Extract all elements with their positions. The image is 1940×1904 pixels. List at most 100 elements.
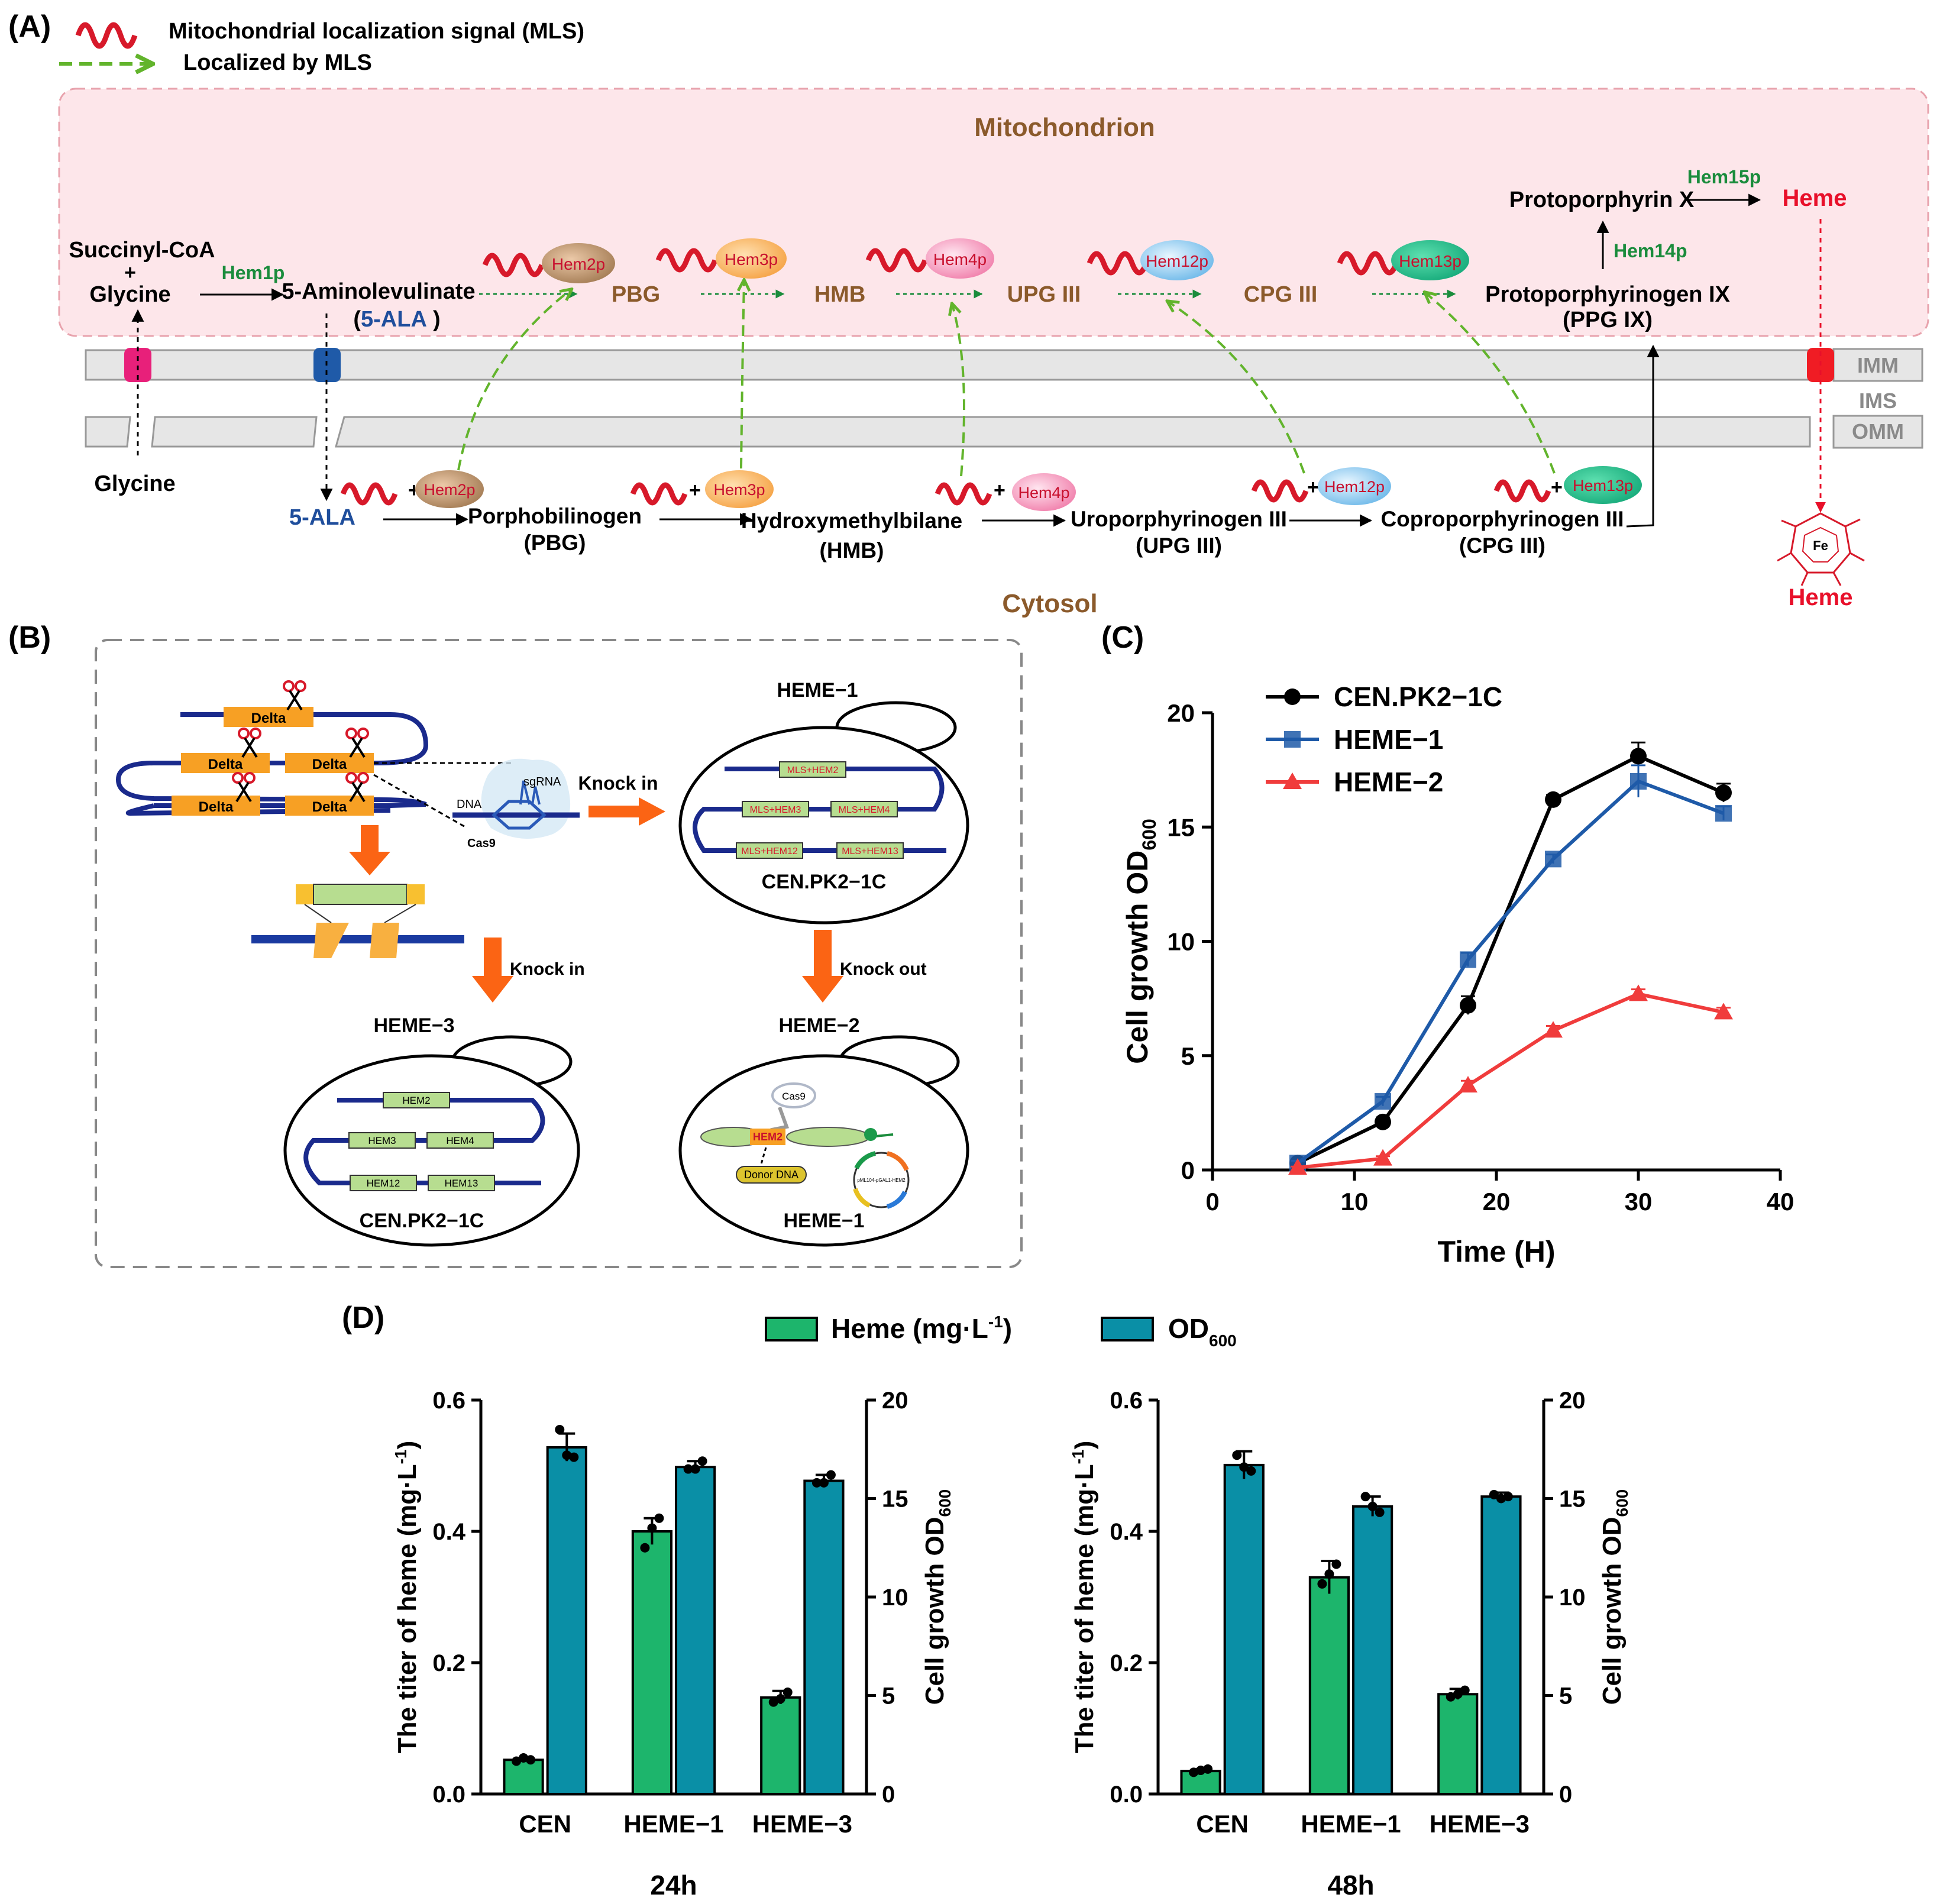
omm-bar-left	[85, 416, 131, 448]
cyto-plus: +	[1551, 476, 1563, 499]
heme3-gene	[348, 1132, 416, 1149]
cyto-heme-label: Heme	[1789, 584, 1853, 610]
mito-mls-wave	[655, 248, 718, 273]
heme1-cassette-label: MLS+HEM12	[741, 846, 798, 856]
down-arrow-heme2	[802, 930, 843, 1003]
od-legend-swatch	[1101, 1317, 1154, 1341]
mito-hem13p-oval	[1391, 240, 1469, 280]
heme-ring	[1790, 512, 1851, 574]
data-point	[1288, 1158, 1307, 1175]
data-point	[1460, 997, 1476, 1014]
ppg-abbr: (PPG IX)	[1563, 308, 1653, 332]
cyto-hem12p-label: Hem12p	[1324, 478, 1385, 496]
right-tick-label: 5	[1559, 1683, 1572, 1709]
cyto-hem2p-label: Hem2p	[423, 481, 475, 499]
imm-label: IMM	[1857, 353, 1899, 377]
bar	[1308, 1576, 1350, 1795]
panel-b-label: (B)	[8, 620, 51, 655]
right-tick-label: 0	[1559, 1782, 1572, 1808]
ala-abbr-open: (	[353, 307, 361, 332]
data-point	[1545, 791, 1561, 808]
down-arrow-left	[349, 825, 390, 875]
plasmid-label: pML104-pGAL1-HEM2	[857, 1178, 906, 1183]
cyto-mls-wave	[1493, 479, 1551, 503]
delta-genome: Delta Delta Delta Delta Delta	[115, 680, 429, 816]
bar	[1352, 1505, 1393, 1796]
mls-legend: Mitochondrial localization signal (MLS) …	[59, 19, 584, 75]
data-point	[1459, 1075, 1477, 1092]
panel-d-legend: Heme (mg·L-1) OD600	[765, 1313, 1237, 1350]
x-tick-label: 40	[1767, 1188, 1794, 1216]
heme1-body	[678, 726, 969, 924]
left-tick-label: 0.0	[1110, 1782, 1143, 1808]
mito-glycine-label: Glycine	[89, 282, 170, 307]
right-tick-label: 20	[882, 1388, 908, 1414]
bar	[1437, 1693, 1479, 1796]
heme3-gene	[350, 1175, 417, 1191]
plus-label: +	[124, 261, 136, 284]
cyto-glycine-label: Glycine	[94, 471, 175, 496]
replicate-point	[1239, 1462, 1249, 1472]
cyto-hem13p-label: Hem13p	[1573, 477, 1633, 494]
replicate-point	[519, 1753, 529, 1763]
cyto-products: Porphobilinogen (PBG) Hydroxymethylbilan…	[383, 344, 1660, 563]
data-point	[1373, 1149, 1392, 1166]
chart-title: 24h	[650, 1870, 697, 1900]
mito-hmb-label: HMB	[814, 282, 866, 307]
left-axis-label: The titer of heme (mg·L-1)	[392, 1441, 422, 1753]
heme1-cassette-label: MLS+HEM3	[750, 805, 801, 815]
heme2-gene-box	[750, 1129, 785, 1145]
bar	[546, 1446, 587, 1795]
data-point	[1715, 784, 1732, 801]
data-point	[1630, 748, 1647, 765]
x-tick-label: 10	[1341, 1188, 1369, 1216]
mito-hem2p-label: Hem2p	[552, 255, 605, 273]
data-point	[1715, 805, 1732, 822]
replicate-point	[555, 1424, 565, 1434]
heme2-title: HEME−2	[779, 1014, 860, 1037]
legend-label: CEN.PK2−1C	[1334, 681, 1502, 712]
cassette-flank	[407, 884, 425, 904]
homology-arm	[370, 923, 399, 958]
heme3-gene-label: HEM3	[368, 1135, 396, 1146]
mito-pbg-label: PBG	[612, 282, 660, 307]
right-tick-label: 5	[882, 1683, 895, 1709]
right-tick-label: 20	[1559, 1388, 1586, 1414]
replicate-point	[647, 1523, 657, 1533]
replicate-point	[819, 1478, 829, 1488]
data-point	[1630, 772, 1647, 790]
bar	[760, 1696, 801, 1796]
heme2-gene-label: HEM2	[753, 1131, 783, 1143]
y-tick-label: 15	[1167, 813, 1195, 841]
x-tick-label: 30	[1625, 1188, 1653, 1216]
scissors-icon	[345, 728, 369, 758]
heme2-cell: HEME−2 Cas9 HEM2 Donor DNA pML104-pGAL1-…	[678, 1014, 969, 1247]
replicate-point	[1331, 1559, 1341, 1569]
delta-label: Delta	[251, 710, 286, 726]
heme-sidechain	[1781, 519, 1796, 528]
delta-label: Delta	[312, 757, 347, 772]
knock-in-arrow-right	[589, 797, 665, 826]
delta-label: Delta	[312, 799, 347, 815]
omm-bar-right	[335, 416, 1811, 448]
hem15p-label: Hem15p	[1687, 166, 1761, 188]
knock-in-label: Knock in	[510, 959, 585, 979]
ims-label: IMS	[1859, 389, 1897, 413]
omm-label-box	[1832, 415, 1923, 449]
replicate-point	[775, 1694, 785, 1704]
heme1-cell: HEME−1 MLS+HEM2 MLS+HEM3 MLS+HEM4 MLS+HE…	[678, 679, 969, 924]
heme3-gene	[426, 1132, 494, 1149]
replicate-point	[826, 1470, 836, 1480]
sgrna-loop	[519, 780, 541, 805]
cas9-label: Cas9	[467, 837, 496, 850]
heme-molecule-icon: Fe	[1777, 512, 1865, 586]
mito-hem4p-label: Hem4p	[933, 250, 987, 269]
replicate-point	[768, 1697, 778, 1707]
genome-dna-lower	[125, 803, 391, 816]
heme3-cell: HEME−3 HEM2 HEM3 HEM4 HEM12 HEM13 CEN.PK…	[283, 1014, 580, 1247]
insertion-cassette	[251, 884, 464, 958]
replicate-point	[783, 1687, 793, 1697]
data-point	[1544, 1021, 1563, 1038]
cyto-plus: +	[689, 479, 701, 502]
cyto-mls-wave	[935, 482, 992, 506]
